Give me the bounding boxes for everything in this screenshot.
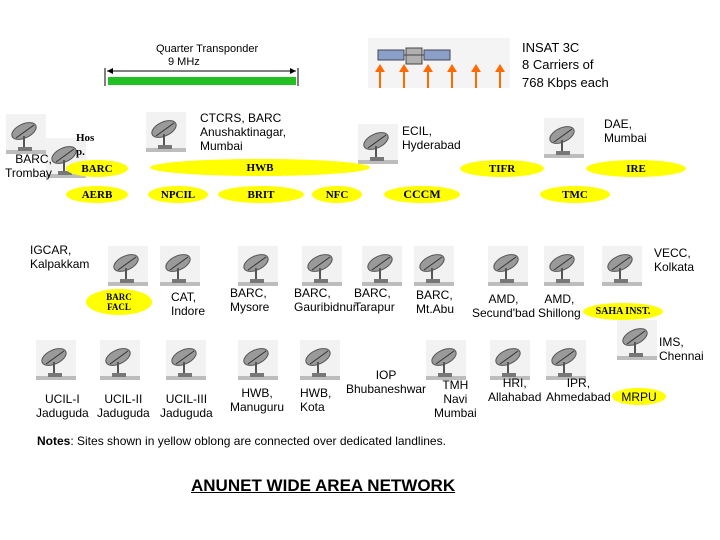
site-hosp: Hos p.: [76, 132, 95, 158]
oval-nfc: NFC: [312, 186, 362, 203]
site-amd-secunderabad: AMD, Secund'bad: [472, 292, 536, 320]
site-ecil: ECIL, Hyderabad: [402, 124, 461, 152]
dish-antenna-icon: [358, 124, 398, 164]
site-ucil-1: UCIL-I Jaduguda: [36, 392, 89, 420]
site-barc-tarapur: BARC, Tarapur: [354, 286, 395, 314]
site-barc-gauribidnur: BARC, Gauribidnur: [294, 286, 357, 314]
site-barc-mtabu: BARC, Mt.Abu: [416, 288, 455, 316]
oval-tifr: TIFR: [460, 160, 544, 177]
oval-aerb: AERB: [66, 186, 128, 203]
site-ucil-3: UCIL-III Jaduguda: [160, 392, 213, 420]
transponder-bracket: [104, 68, 299, 86]
dish-antenna-icon: [544, 246, 584, 286]
site-hri: HRI, Allahabad: [488, 376, 542, 404]
dish-antenna-icon: [414, 246, 454, 286]
site-amd-shillong: AMD, Shillong: [538, 292, 581, 320]
dish-antenna-icon: [100, 340, 140, 380]
dish-antenna-icon: [36, 340, 76, 380]
dish-antenna-icon: [166, 340, 206, 380]
site-iop: IOP Bhubaneshwar: [346, 368, 427, 396]
notes-text: : Sites shown in yellow oblong are conne…: [70, 434, 446, 448]
oval-saha-inst: SAHA INST.: [583, 303, 663, 320]
satellite-carriers: 8 Carriers of: [522, 57, 594, 72]
site-tmh: TMH Navi Mumbai: [434, 378, 477, 420]
oval-hwb: HWB: [150, 159, 370, 176]
dish-antenna-icon: [6, 114, 46, 154]
dish-antenna-icon: [362, 246, 402, 286]
site-ipr: IPR, Ahmedabad: [546, 376, 611, 404]
diagram-title: ANUNET WIDE AREA NETWORK: [191, 476, 456, 495]
oval-brit: BRIT: [218, 186, 304, 203]
dish-antenna-icon: [490, 340, 530, 380]
oval-npcil: NPCIL: [148, 186, 208, 203]
site-dae: DAE, Mumbai: [604, 117, 647, 145]
satellite-rate: 768 Kbps each: [522, 75, 609, 90]
site-barc-trombay: BARC, Trombay: [5, 152, 52, 180]
site-cat: CAT, Indore: [171, 290, 206, 318]
notes-prefix: Notes: [37, 434, 71, 448]
dish-antenna-icon: [617, 320, 657, 360]
site-hwb-manuguru: HWB, Manuguru: [230, 386, 285, 414]
site-vecc: VECC, Kolkata: [654, 246, 695, 274]
uplink-arrow-icon: [375, 64, 505, 88]
site-ucil-2: UCIL-II Jaduguda: [97, 392, 150, 420]
oval-barc: BARC: [66, 160, 128, 177]
transponder-label: Quarter Transponder: [156, 43, 259, 55]
notes: Notes: Sites shown in yellow oblong are …: [37, 434, 446, 448]
transponder-bandwidth: 9 MHz: [168, 56, 200, 68]
oval-barc-facl: BARC FACL: [86, 289, 152, 315]
site-ctcrs: CTCRS, BARC Anushaktinagar, Mumbai: [200, 111, 287, 153]
dish-antenna-icon: [238, 340, 278, 380]
site-ims: IMS, Chennai: [659, 335, 704, 363]
satellite-icon: [368, 38, 510, 88]
site-hwb-kota: HWB, Kota: [300, 386, 332, 414]
oval-mrpu: MRPU: [612, 388, 666, 405]
dish-antenna-icon: [302, 246, 342, 286]
site-barc-mysore: BARC, Mysore: [230, 286, 270, 314]
dish-antenna-icon: [426, 340, 466, 380]
dish-antenna-icon: [602, 246, 642, 286]
dish-antenna-icon: [160, 246, 200, 286]
oval-cccm: CCCM: [384, 186, 460, 203]
dish-antenna-icon: [546, 340, 586, 380]
dish-antenna-icon: [488, 246, 528, 286]
dish-antenna-icon: [238, 246, 278, 286]
satellite-name: INSAT 3C: [522, 40, 580, 55]
site-igcar: IGCAR, Kalpakkam: [30, 243, 90, 271]
oval-tmc: TMC: [540, 186, 610, 203]
dish-antenna-icon: [544, 118, 584, 158]
dish-antenna-icon: [300, 340, 340, 380]
dish-antenna-icon: [108, 246, 148, 286]
oval-ire: IRE: [586, 160, 686, 177]
dish-antenna-icon: [146, 112, 186, 152]
